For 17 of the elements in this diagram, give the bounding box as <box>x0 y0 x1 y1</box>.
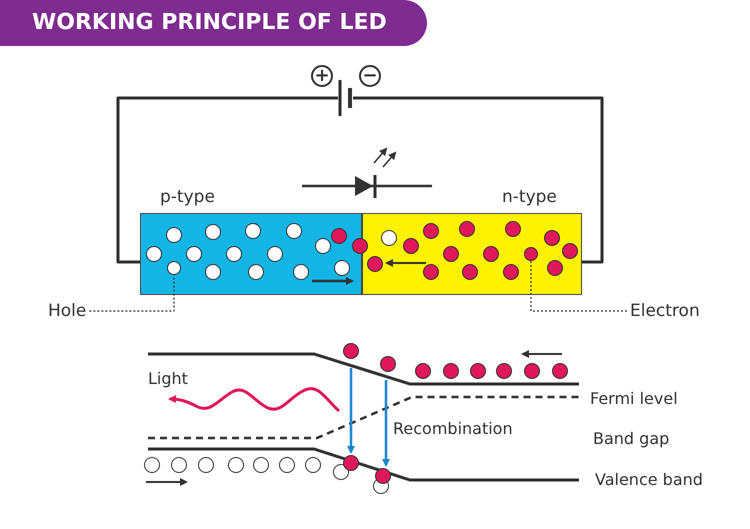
recombination-label: Recombination <box>393 420 513 438</box>
circuit-wire <box>353 96 604 264</box>
valence-band-label: Valence band <box>595 471 703 489</box>
band-gap-label: Band gap <box>593 430 670 448</box>
electron-label: Electron <box>630 302 700 320</box>
leader-line <box>89 275 175 312</box>
battery-symbol <box>338 80 353 116</box>
plus-terminal-sign: + <box>311 65 333 87</box>
region-label: n-type <box>502 188 557 206</box>
title-banner: WORKING PRINCIPLE OF LED <box>0 0 427 46</box>
minus-terminal-sign: − <box>359 65 381 87</box>
hole-label: Hole <box>48 302 86 320</box>
light-label: Light <box>148 370 188 388</box>
leader-line <box>530 261 627 312</box>
region-label: p-type <box>160 188 215 206</box>
fermi-level-label: Fermi level <box>590 390 678 408</box>
circuit-wire <box>116 96 338 264</box>
